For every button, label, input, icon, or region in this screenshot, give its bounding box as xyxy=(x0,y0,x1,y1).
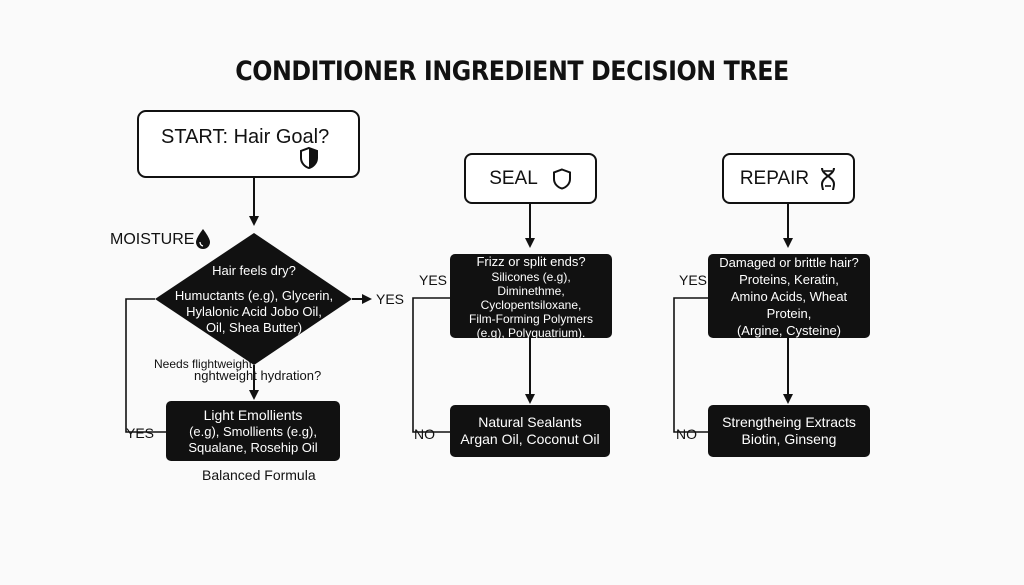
seal-yes-label: YES xyxy=(419,272,448,288)
repair-question-line: Damaged or brittle hair? xyxy=(719,254,859,270)
repair-question-box: Damaged or brittle hair? Proteins, Kerat… xyxy=(708,254,870,338)
light-emollients-line: Light Emollients xyxy=(203,406,303,423)
start-box: START: Hair Goal? xyxy=(137,110,360,178)
repair-question-line: Proteins, Keratin, xyxy=(739,271,839,287)
seal-question-box: Frizz or split ends? Silicones (e.g), Di… xyxy=(450,253,612,340)
repair-box: REPAIR xyxy=(722,153,855,204)
repair-question-line: (Argine, Cysteine) xyxy=(736,322,842,338)
seal-question-line: Silicones (e.g), Diminethme, xyxy=(491,269,571,298)
repair-question-line: Amino Acids, Wheat Protein, xyxy=(730,288,848,321)
seal-question-line: (e.g), Polyquatrium). xyxy=(476,325,586,340)
seal-question-line: Frizz or split ends? xyxy=(476,253,586,269)
moisture-yes-right-label: YES xyxy=(376,291,405,307)
strengthening-extracts-box: Strengtheing Extracts Biotin, Ginseng xyxy=(708,405,870,457)
repair-no-connector xyxy=(673,297,708,433)
dna-icon xyxy=(821,167,836,190)
natural-sealants-box: Natural Sealants Argan Oil, Coconut Oil xyxy=(450,405,610,457)
natural-sealants-line: Argan Oil, Coconut Oil xyxy=(460,431,600,447)
repair-yes-label: YES xyxy=(679,272,708,288)
repair-no-label: NO xyxy=(676,426,697,442)
moisture-yes-left-label: YES xyxy=(126,425,155,441)
moisture-followup-line2: nghtweight hydration? xyxy=(194,368,322,383)
moisture-followup-line1: Needs flightweight xyxy=(154,357,253,371)
diagram-title: CONDITIONER INGREDIENT DECISION TREE xyxy=(235,56,789,87)
moisture-recommendation-line: Oil, Shea Butter) xyxy=(205,320,303,335)
moisture-recommendation: Humuctants (e.g), Glycerin, Hylalonic Ac… xyxy=(160,288,348,336)
strengthening-extracts-line: Biotin, Ginseng xyxy=(741,431,837,447)
repair-label: REPAIR xyxy=(739,167,810,189)
moisture-decision-diamond xyxy=(155,233,352,365)
light-emollients-line: Squalane, Rosehip Oil xyxy=(188,439,318,455)
seal-no-label: NO xyxy=(414,426,435,442)
water-drop-icon xyxy=(196,229,210,249)
seal-question-line: Cyclopentsiloxane, xyxy=(480,297,582,312)
shield-icon xyxy=(552,167,571,190)
moisture-recommendation-line: Humuctants (e.g), Glycerin, xyxy=(174,288,334,303)
light-emollients-box: Light Emollients (e.g), Smollients (e.g)… xyxy=(166,401,340,461)
seal-label: SEAL xyxy=(489,167,538,189)
light-emollients-line: (e.g), Smollients (e.g), xyxy=(189,423,317,439)
start-label: START: Hair Goal? xyxy=(161,126,330,148)
moisture-yes-connector xyxy=(125,298,166,433)
strengthening-extracts-line: Strengtheing Extracts xyxy=(722,414,856,430)
seal-box: SEAL xyxy=(464,153,597,204)
moisture-recommendation-line: Hylalonic Acid Jobo Oil, xyxy=(186,304,322,319)
natural-sealants-line: Natural Sealants xyxy=(478,414,582,430)
moisture-branch-label: MOISTURE xyxy=(110,231,195,248)
shield-half-icon xyxy=(300,146,318,170)
balanced-formula-label: Balanced Formula xyxy=(202,467,316,483)
seal-question-line: Film-Forming Polymers xyxy=(468,311,593,326)
seal-no-connector xyxy=(412,297,450,433)
moisture-question: Hair feels dry? xyxy=(212,263,296,278)
